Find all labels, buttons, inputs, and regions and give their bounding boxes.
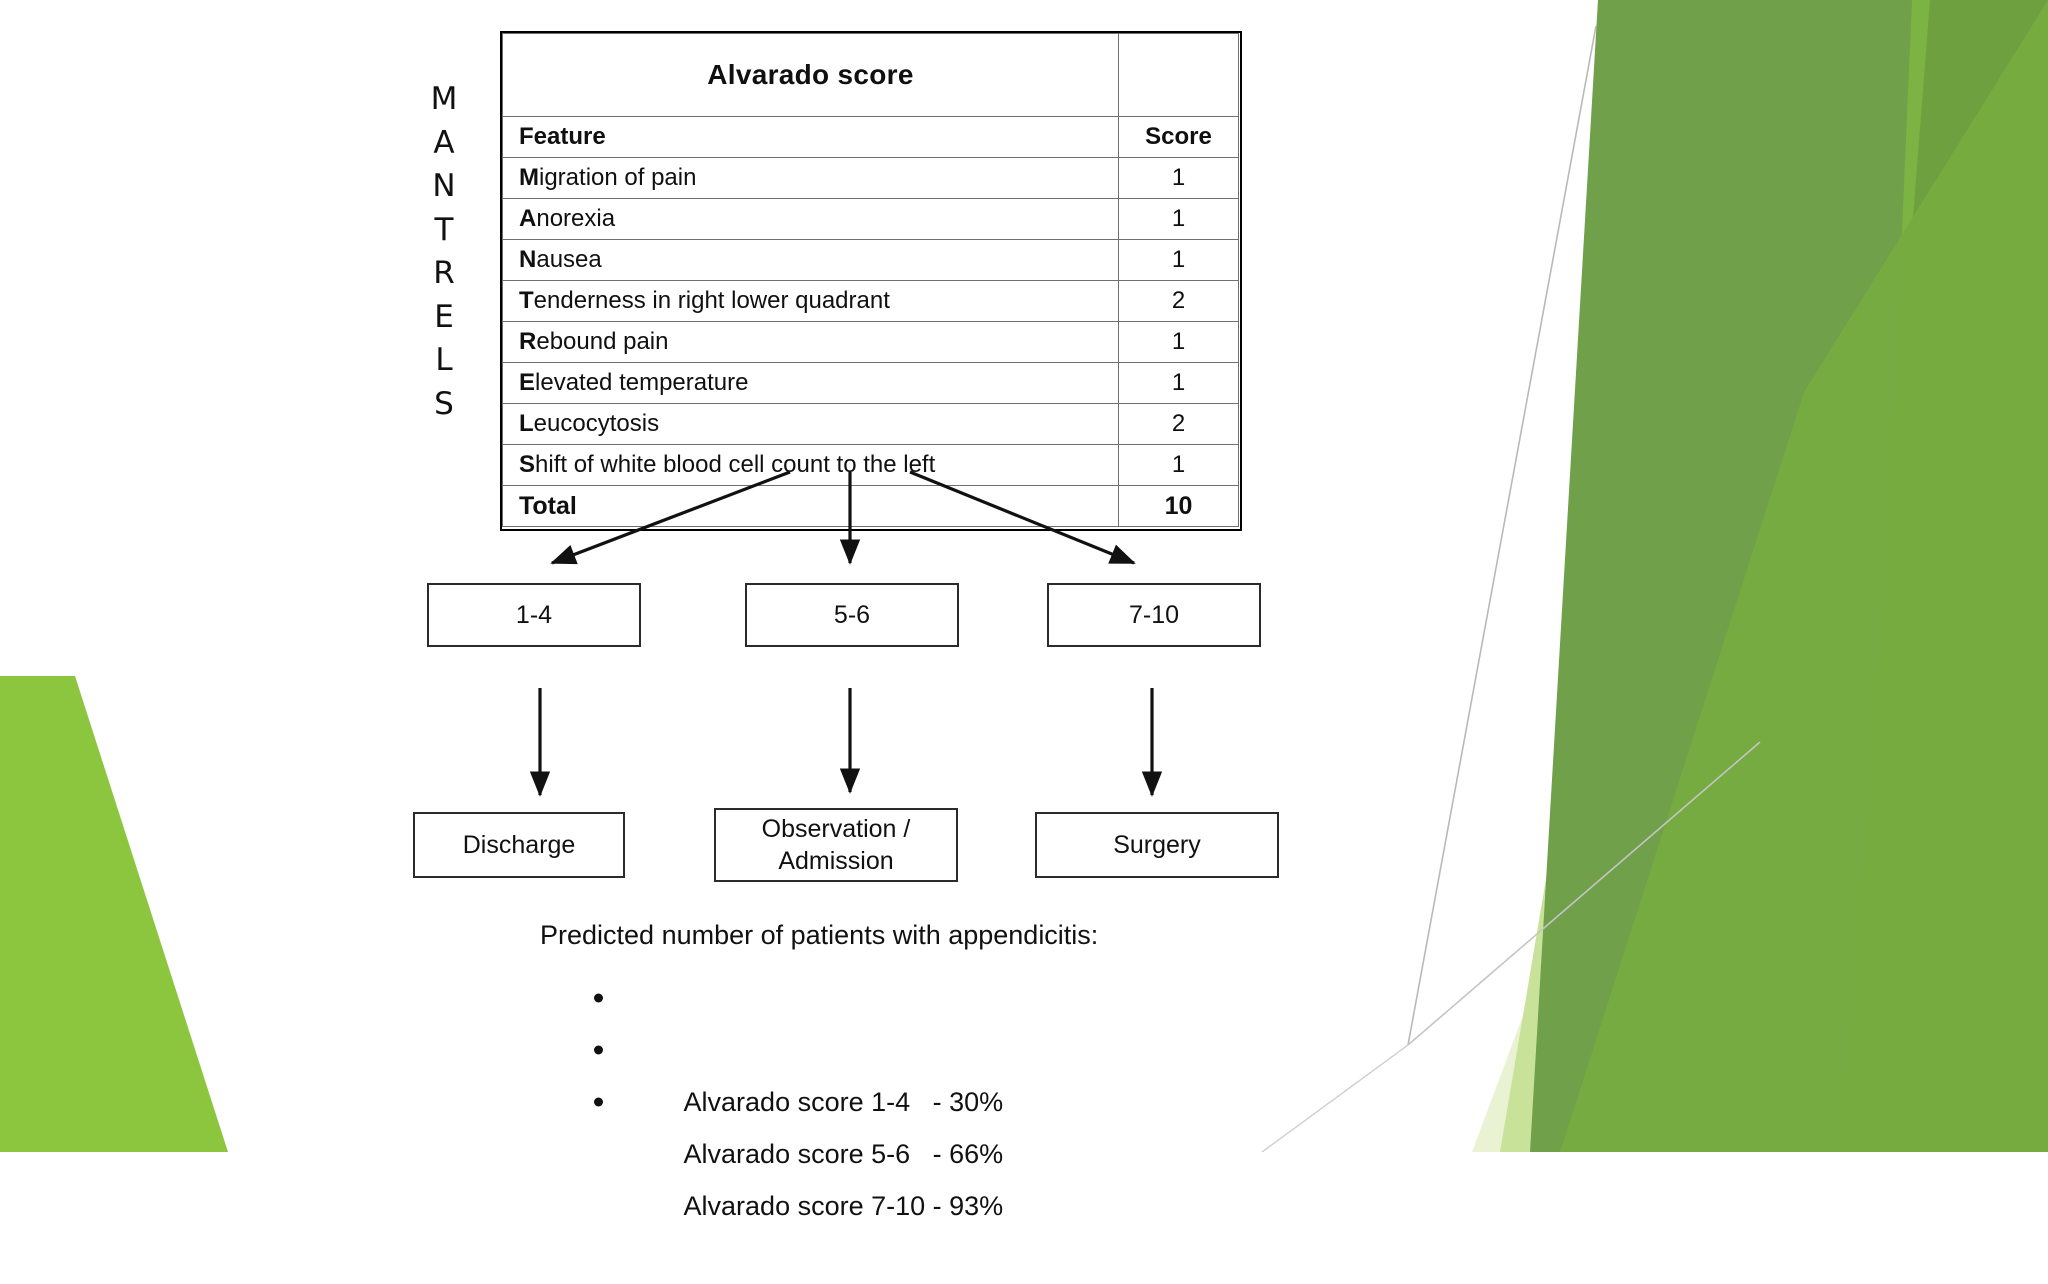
- score-range-box-7-10[interactable]: 7-10: [1047, 583, 1261, 647]
- feature-rest: norexia: [536, 205, 616, 232]
- score-range-box-1-4[interactable]: 1-4: [427, 583, 641, 647]
- list-item: Alvarado score 7-10 - 93%: [588, 1076, 1003, 1221]
- action-box-surgery[interactable]: Surgery: [1035, 812, 1279, 878]
- total-label: Total: [502, 485, 1119, 527]
- mantrels-mnemonic: M A N T R E L S: [418, 78, 470, 426]
- table-title-row: Alvarado score: [502, 33, 1239, 117]
- prediction-bullet-list: Alvarado score 1-4 - 30% Alvarado score …: [588, 972, 1003, 1221]
- score-range-box-5-6[interactable]: 5-6: [745, 583, 959, 647]
- score-cell-tenderness: 2: [1118, 280, 1239, 322]
- score-cell-migration: 1: [1118, 157, 1239, 199]
- mnemonic-letter-n: N: [432, 168, 456, 204]
- feature-initial: T: [519, 287, 534, 314]
- mnemonic-letter-s: S: [434, 385, 454, 422]
- feature-initial: N: [519, 246, 537, 273]
- feature-rest: hift of white blood cell count to the le…: [535, 451, 936, 478]
- header-score: Score: [1118, 116, 1239, 158]
- feature-cell-shift: Shift of white blood cell count to the l…: [502, 444, 1119, 486]
- feature-cell-rebound: Rebound pain: [502, 321, 1119, 363]
- feature-cell-tenderness: Tenderness in right lower quadrant: [502, 280, 1119, 322]
- table-row: Migration of pain 1: [502, 157, 1239, 199]
- table-row: Nausea 1: [502, 239, 1239, 281]
- decoration-wedge-right-mid: [1790, 0, 2048, 1152]
- mnemonic-letter-r: R: [433, 255, 455, 291]
- table-row: Shift of white blood cell count to the l…: [502, 444, 1239, 486]
- feature-rest: eucocytosis: [533, 410, 660, 437]
- list-item: Alvarado score 1-4 - 30%: [588, 972, 1003, 1117]
- table-row: Rebound pain 1: [502, 321, 1239, 363]
- feature-rest: levated temperature: [535, 369, 749, 396]
- mnemonic-letter-l: L: [435, 342, 453, 378]
- feature-rest: ebound pain: [536, 328, 669, 355]
- feature-rest: enderness in right lower quadrant: [533, 287, 890, 314]
- table-row: Leucocytosis 2: [502, 403, 1239, 445]
- table-header-row: Feature Score: [502, 116, 1239, 158]
- feature-cell-nausea: Nausea: [502, 239, 1119, 281]
- bullet-dot-icon: [594, 1045, 603, 1055]
- feature-rest: ausea: [536, 246, 602, 273]
- decoration-hairline-1: [1407, 25, 1597, 1046]
- alvarado-score-table-container: Alvarado score Feature Score Migration o…: [500, 31, 1242, 531]
- mnemonic-letter-m: M: [430, 81, 458, 117]
- table-title: Alvarado score: [502, 33, 1119, 117]
- feature-initial: E: [519, 369, 536, 396]
- score-cell-shift: 1: [1118, 444, 1239, 486]
- feature-initial: M: [519, 164, 539, 191]
- table-row: Tenderness in right lower quadrant 2: [502, 280, 1239, 322]
- score-cell-anorexia: 1: [1118, 198, 1239, 240]
- table-total-row: Total 10: [502, 485, 1239, 527]
- feature-initial: R: [519, 328, 537, 355]
- table-row: Elevated temperature 1: [502, 362, 1239, 404]
- list-item: Alvarado score 5-6 - 66%: [588, 1024, 1003, 1169]
- feature-cell-migration: Migration of pain: [502, 157, 1119, 199]
- score-cell-temperature: 1: [1118, 362, 1239, 404]
- action-box-discharge[interactable]: Discharge: [413, 812, 625, 878]
- feature-initial: S: [519, 451, 536, 478]
- feature-rest: igration of pain: [539, 164, 697, 191]
- feature-cell-temperature: Elevated temperature: [502, 362, 1119, 404]
- mnemonic-letter-t: T: [434, 211, 454, 248]
- decoration-wedge-right-overlay: [1560, 0, 2048, 1152]
- score-cell-nausea: 1: [1118, 239, 1239, 281]
- feature-cell-leucocytosis: Leucocytosis: [502, 403, 1119, 445]
- mnemonic-letter-a: A: [433, 124, 455, 161]
- decoration-hairline-2: [1407, 741, 1761, 1046]
- decoration-wedge-right-light: [1500, 0, 2048, 1152]
- feature-initial: A: [519, 205, 537, 232]
- table-row: Anorexia 1: [502, 198, 1239, 240]
- decoration-wedge-right-dark: [1530, 0, 1912, 1152]
- prediction-item-text: Alvarado score 5-6 - 66%: [683, 1139, 1004, 1169]
- action-box-observation-admission[interactable]: Observation / Admission: [714, 808, 958, 882]
- decoration-wedge-right-pale: [1472, 0, 2048, 1152]
- score-cell-rebound: 1: [1118, 321, 1239, 363]
- bullet-dot-icon: [594, 1097, 603, 1107]
- feature-cell-anorexia: Anorexia: [502, 198, 1119, 240]
- mnemonic-letter-e: E: [434, 298, 454, 335]
- bullet-dot-icon: [594, 993, 603, 1003]
- alvarado-score-table: Alvarado score Feature Score Migration o…: [502, 33, 1239, 527]
- decoration-wedge-right-bright: [1612, 0, 2048, 1152]
- alvarado-score-diagram: M A N T R E L S Alvarado score Feature S…: [413, 31, 1279, 1221]
- feature-initial: L: [519, 410, 534, 437]
- prediction-item-text: Alvarado score 7-10 - 93%: [683, 1191, 1004, 1221]
- header-feature: Feature: [502, 116, 1119, 158]
- decoration-wedge-right-darker: [1840, 0, 2048, 1152]
- prediction-caption: Predicted number of patients with append…: [540, 920, 1099, 950]
- table-title-blank-cell: [1118, 33, 1239, 117]
- score-cell-leucocytosis: 2: [1118, 403, 1239, 445]
- total-score: 10: [1118, 485, 1239, 527]
